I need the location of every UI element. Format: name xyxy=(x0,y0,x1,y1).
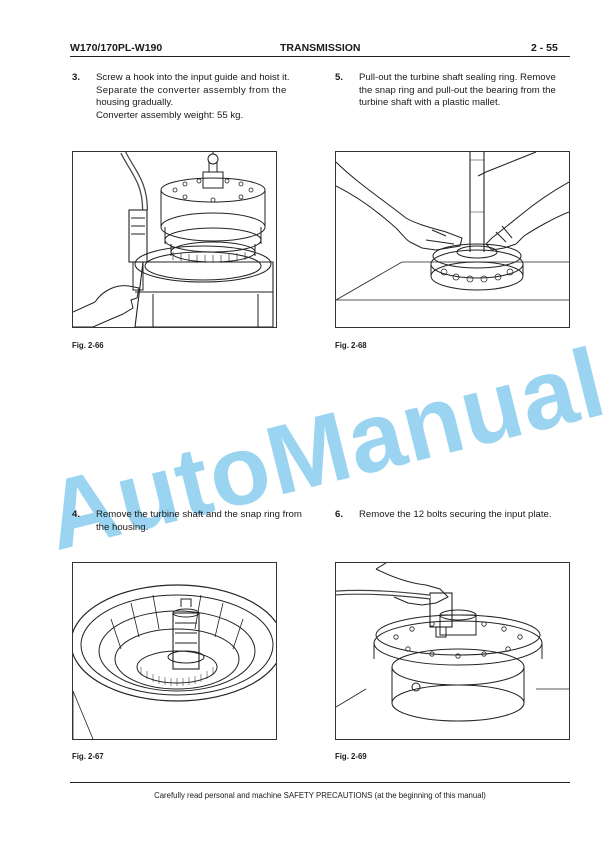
step-line: Pull-out the turbine shaft sealing ring.… xyxy=(359,72,556,83)
figure-2-67-illustration xyxy=(72,562,277,740)
footer-safety-note: Carefully read personal and machine SAFE… xyxy=(154,791,486,800)
header-rule xyxy=(70,56,570,57)
step-line: Converter assembly weight: 55 kg. xyxy=(96,109,244,121)
step-number: 6. xyxy=(335,509,344,520)
step-line: turbine shaft with a plastic mallet. xyxy=(359,97,501,108)
step-line: housing gradually. xyxy=(96,97,174,108)
step-line: Separate the converter assembly from the xyxy=(96,84,287,96)
figure-2-68-caption: Fig. 2-68 xyxy=(335,341,367,350)
figure-2-66-illustration xyxy=(72,151,277,328)
figure-2-67-caption: Fig. 2-67 xyxy=(72,752,104,761)
step-number: 4. xyxy=(72,509,81,520)
step-number: 5. xyxy=(335,72,344,83)
figure-2-68-illustration xyxy=(335,151,570,328)
step-number: 3. xyxy=(72,72,81,83)
figure-2-69-caption: Fig. 2-69 xyxy=(335,752,367,761)
figure-2-69-illustration xyxy=(335,562,570,740)
step-line: the snap ring and pull-out the bearing f… xyxy=(359,84,556,96)
step-line: the housing. xyxy=(96,521,149,533)
figure-2-66-caption: Fig. 2-66 xyxy=(72,341,104,350)
step-line: Remove the turbine shaft and the snap ri… xyxy=(96,509,302,520)
footer-rule xyxy=(70,782,570,783)
step-line: Remove the 12 bolts securing the input p… xyxy=(359,509,552,520)
automanual-watermark: AutoManual xyxy=(35,325,612,573)
header-page-number: 2 - 55 xyxy=(531,42,558,54)
step-line: Screw a hook into the input guide and ho… xyxy=(96,72,290,83)
header-section: TRANSMISSION xyxy=(280,42,361,54)
watermark-text: AutoManual xyxy=(34,326,612,572)
header-model: W170/170PL-W190 xyxy=(70,42,163,54)
